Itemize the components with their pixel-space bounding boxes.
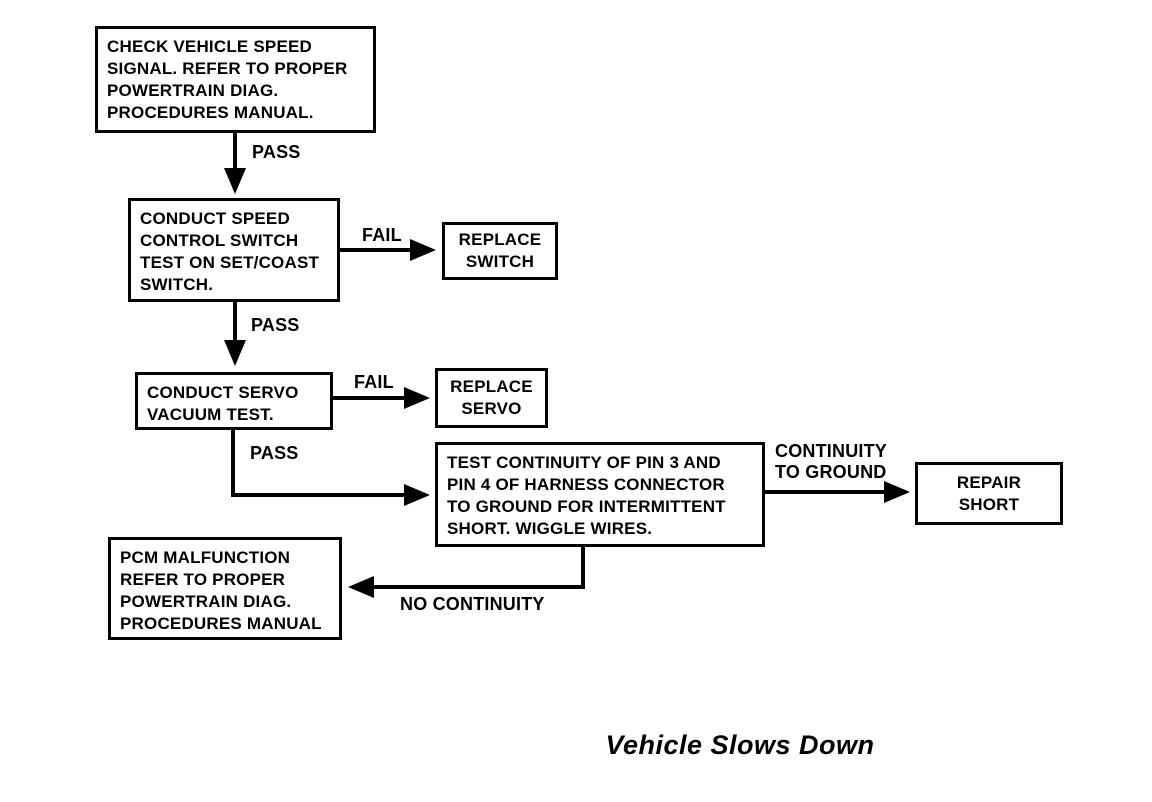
edge-label-continuity-to-ground: CONTINUITY TO GROUND (775, 441, 887, 482)
node-replace-switch: REPLACE SWITCH (442, 222, 558, 280)
edge-label-fail-2: FAIL (354, 372, 394, 392)
node-pcm-malfunction: PCM MALFUNCTION REFER TO PROPER POWERTRA… (108, 537, 342, 640)
edge-label-no-continuity: NO CONTINUITY (400, 594, 545, 614)
diagram-title: Vehicle Slows Down (605, 730, 875, 760)
node-replace-servo: REPLACE SERVO (435, 368, 548, 428)
node-check-vehicle-speed: CHECK VEHICLE SPEED SIGNAL. REFER TO PRO… (95, 26, 376, 133)
node-test-continuity: TEST CONTINUITY OF PIN 3 AND PIN 4 OF HA… (435, 442, 765, 547)
node-repair-short: REPAIR SHORT (915, 462, 1063, 525)
arrow-no-continuity (348, 546, 585, 598)
edge-label-fail-1: FAIL (362, 225, 402, 245)
edge-label-pass-3: PASS (250, 443, 299, 463)
node-conduct-speed-control-switch-test: CONDUCT SPEED CONTROL SWITCH TEST ON SET… (128, 198, 340, 302)
edge-label-pass-1: PASS (252, 142, 301, 162)
node-conduct-servo-vacuum-test: CONDUCT SERVO VACUUM TEST. (135, 372, 333, 430)
edge-label-pass-2: PASS (251, 315, 300, 335)
